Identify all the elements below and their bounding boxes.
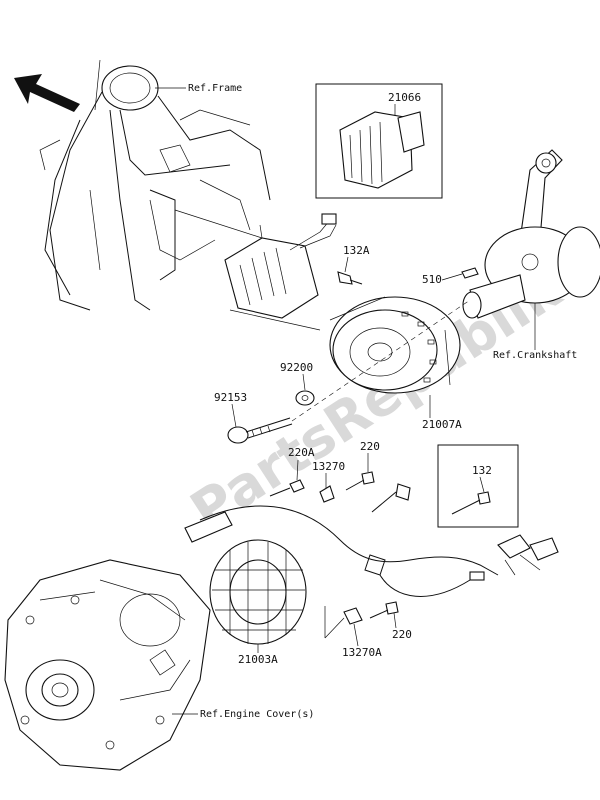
part-220A-label: 220A: [288, 446, 315, 459]
rotor-21007A: [329, 296, 461, 394]
part-92153-label: 92153: [214, 391, 247, 404]
part-132-label: 132: [472, 464, 492, 477]
bolt-220A: [269, 479, 305, 497]
part-21003A-label: 21003A: [238, 653, 278, 666]
bolt-long: [371, 483, 411, 513]
ref-crankshaft-label: Ref.Crankshaft: [493, 350, 577, 361]
part-510-label: 510: [422, 273, 442, 286]
part-92200-label: 92200: [280, 361, 313, 374]
bolt-220-upper: [345, 471, 375, 491]
regulator-main-drawing: [174, 209, 337, 331]
clamp-13270A: [343, 607, 363, 625]
part-13270-label: 13270: [312, 460, 345, 473]
regulator-inset-box: [315, 83, 443, 199]
part-132A-label: 132A: [343, 244, 370, 257]
ref-engine-cover-label: Ref.Engine Cover(s): [200, 709, 314, 720]
bolt-132: [451, 491, 491, 515]
regulator-inset-drawing: [339, 111, 425, 189]
direction-arrow-icon: [14, 74, 80, 112]
clamp-13270: [319, 485, 335, 503]
bolt-220-lower: [369, 601, 399, 619]
ref-frame-label: Ref.Frame: [188, 83, 242, 94]
part-220-upper-label: 220: [360, 440, 380, 453]
bolt-92153: [227, 417, 293, 444]
part-220-lower-label: 220: [392, 628, 412, 641]
engine-cover-drawing: [4, 559, 211, 771]
part-13270A-label: 13270A: [342, 646, 382, 659]
bolt-132-inset-box: [437, 444, 519, 528]
bolt-132A: [337, 271, 363, 285]
washer-92200: [295, 390, 315, 406]
crankshaft-drawing: [461, 149, 600, 319]
wiring-harness: [184, 505, 559, 597]
part-21066-label: 21066: [388, 91, 421, 104]
part-21007A-label: 21007A: [422, 418, 462, 431]
stator-21003A: [209, 539, 307, 645]
